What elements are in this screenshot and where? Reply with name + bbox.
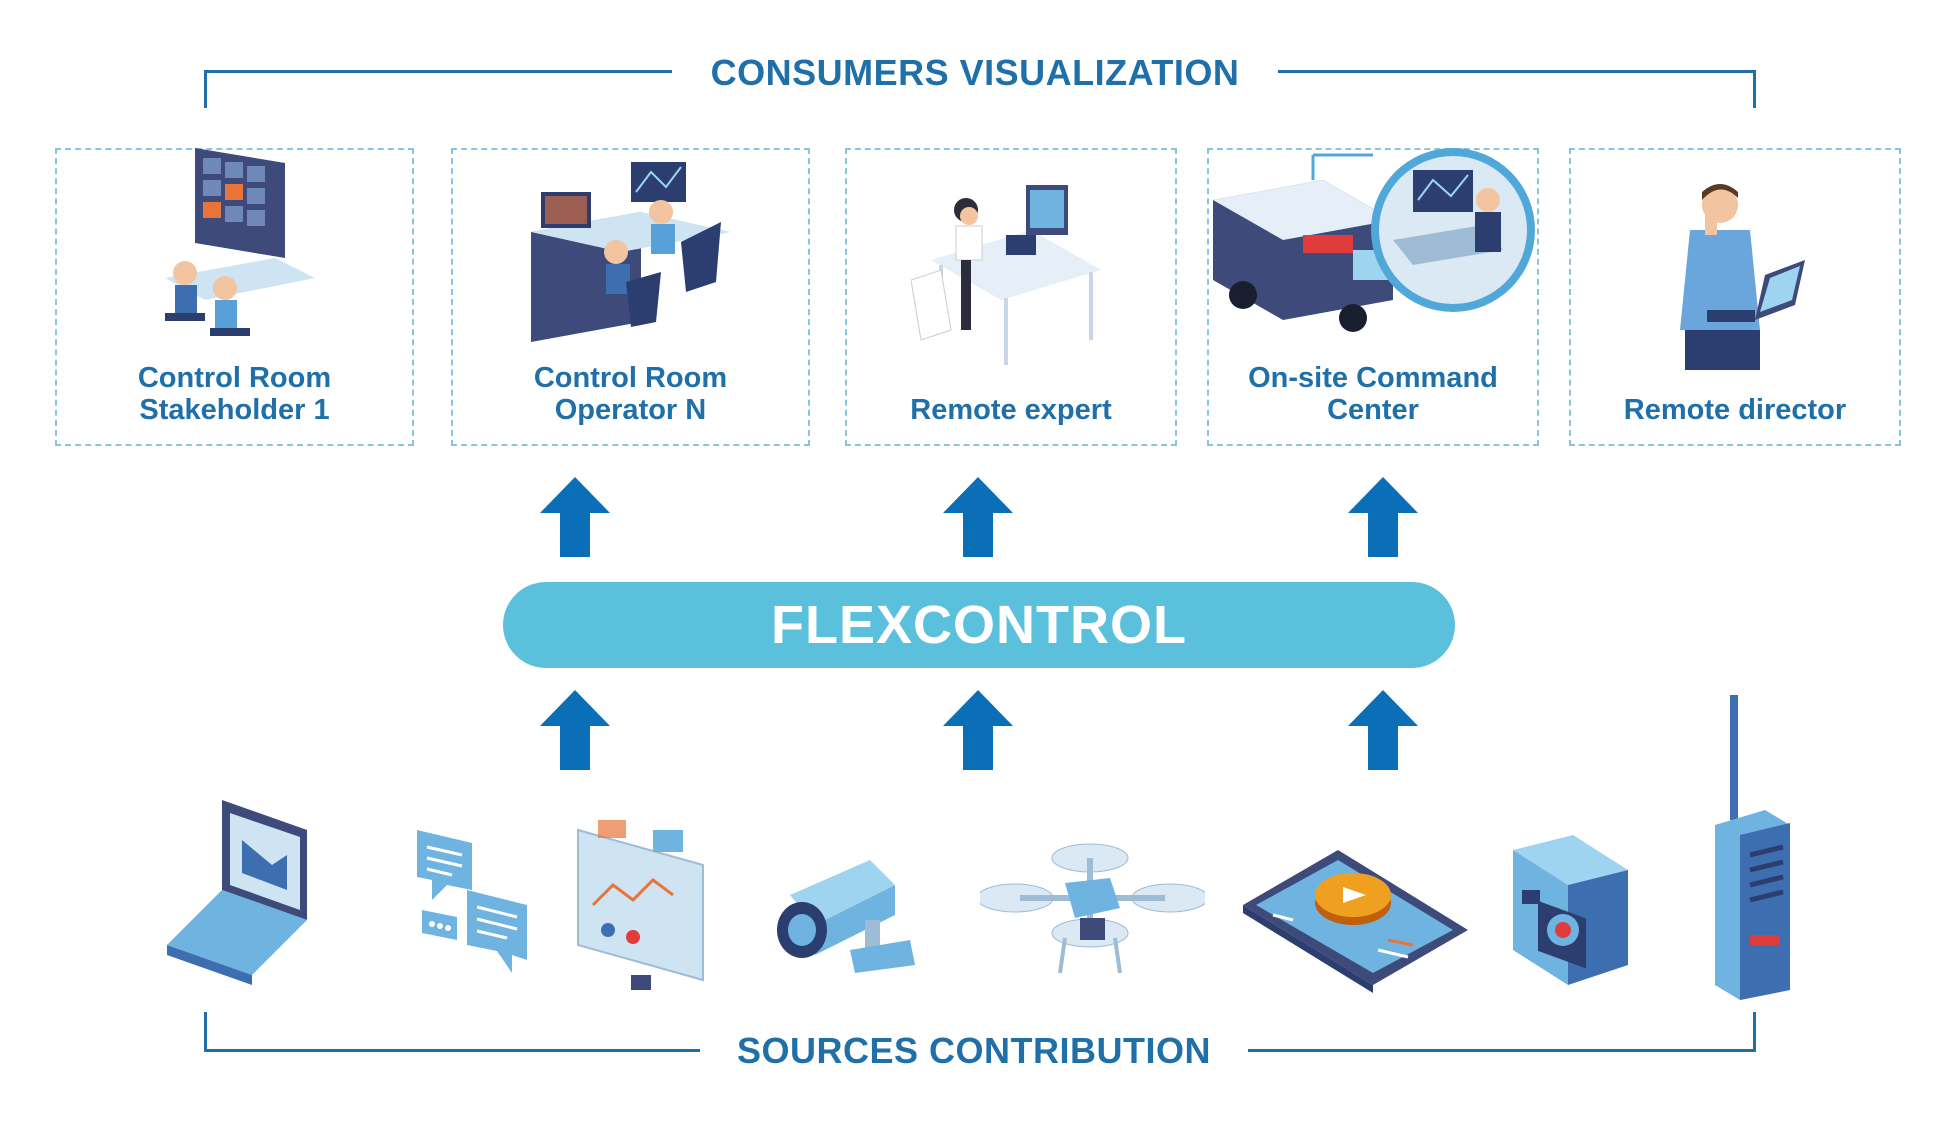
chat-bubbles-icon <box>417 830 527 973</box>
up-arrow-bottom-3 <box>1348 690 1418 770</box>
consumer-card-2: Control Room Operator N <box>451 148 810 446</box>
top-bracket-right-horizontal <box>1278 70 1756 73</box>
cctv-camera-icon <box>777 860 915 973</box>
sources-title: SOURCES CONTRIBUTION <box>736 1030 1211 1071</box>
laptop-icon <box>167 800 307 985</box>
bottom-bracket-right-horizontal <box>1248 1049 1756 1052</box>
director-with-tablet-icon <box>1680 184 1805 370</box>
consumers-title: CONSUMERS VISUALIZATION <box>710 52 1240 93</box>
walkie-talkie-icon <box>1715 695 1790 1000</box>
consumer-card-1: Control Room Stakeholder 1 <box>55 148 414 446</box>
top-bracket-left-vertical <box>204 70 207 108</box>
drone-icon <box>980 843 1205 974</box>
up-arrow-bottom-2 <box>943 690 1013 770</box>
up-arrow-top-2 <box>943 477 1013 557</box>
consumer-label-5: Remote director <box>1623 394 1847 426</box>
remote-expert-desk-icon <box>911 185 1101 365</box>
flexcontrol-hub: FLEXCONTROL <box>503 582 1455 668</box>
consumer-label-2: Control Room Operator N <box>533 362 728 426</box>
bottom-bracket-left-horizontal <box>204 1049 700 1052</box>
smartphone-play-icon <box>1243 850 1468 993</box>
bottom-bracket-left-vertical <box>204 1012 207 1052</box>
consumer-label-3: Remote expert <box>910 394 1112 426</box>
top-bracket-left-horizontal <box>204 70 672 73</box>
video-wall-control-room-icon <box>164 148 315 336</box>
bottom-bracket-right-vertical <box>1753 1012 1756 1052</box>
operator-console-icon <box>530 162 731 342</box>
up-arrow-top-3 <box>1348 477 1418 557</box>
action-camera-icon <box>1513 835 1628 985</box>
up-arrow-bottom-1 <box>540 690 610 770</box>
command-van-icon <box>1213 148 1535 332</box>
consumer-label-1: Control Room Stakeholder 1 <box>137 362 332 426</box>
top-bracket-right-vertical <box>1753 70 1756 108</box>
consumer-label-4: On-site Command Center <box>1248 362 1498 426</box>
dashboard-monitor-icon <box>577 820 704 990</box>
consumer-card-4: On-site Command Center <box>1207 148 1539 446</box>
consumer-card-5: Remote director <box>1569 148 1901 446</box>
consumer-card-3: Remote expert <box>845 148 1177 446</box>
up-arrow-top-1 <box>540 477 610 557</box>
